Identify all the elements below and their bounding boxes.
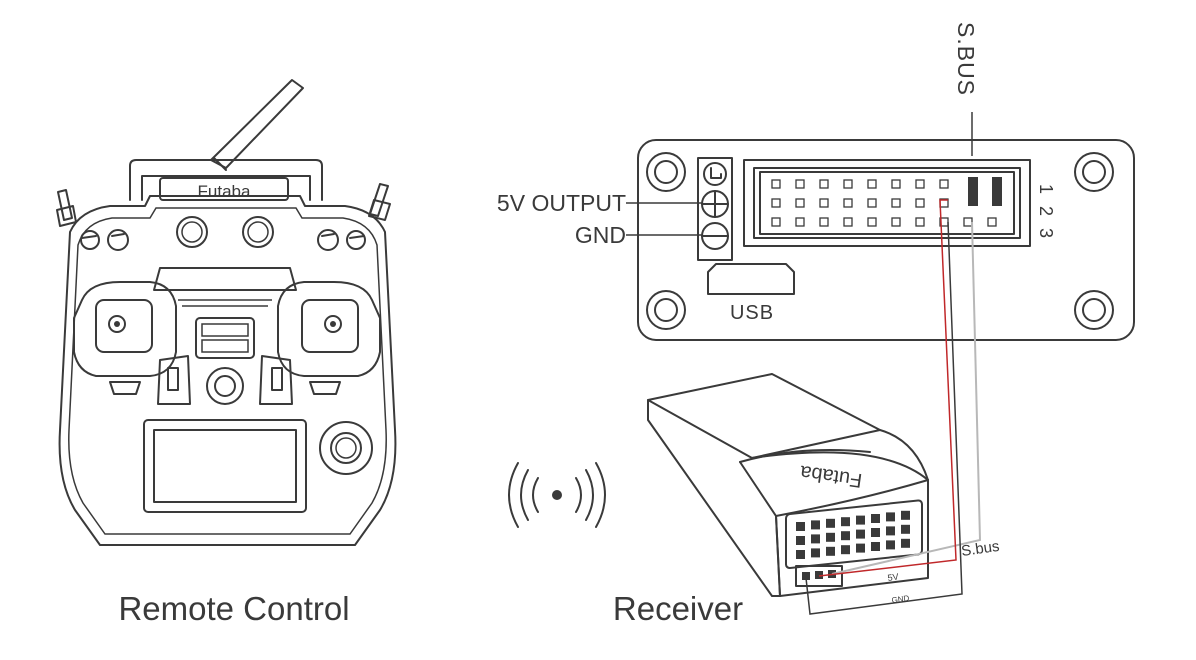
receiver-pin bbox=[826, 546, 835, 556]
header-pin bbox=[795, 217, 805, 227]
mount-hole bbox=[646, 152, 686, 192]
mount-hole bbox=[1074, 290, 1114, 330]
header-pin bbox=[795, 179, 805, 189]
header-pin bbox=[867, 217, 877, 227]
header-pin bbox=[939, 179, 949, 189]
header-pin bbox=[771, 217, 781, 227]
receiver-pin bbox=[901, 510, 910, 520]
sbus-wire-label: S.bus bbox=[960, 538, 1000, 560]
right-toggle-switches bbox=[317, 183, 391, 251]
row-number-2: 2 bbox=[1036, 206, 1056, 216]
receiver-pin bbox=[901, 538, 910, 548]
receiver-pin bbox=[886, 526, 895, 536]
receiver-pin bbox=[901, 524, 910, 534]
sbus-pin-highlight bbox=[992, 177, 1002, 206]
sbus-wire bbox=[831, 221, 982, 575]
receiver-pin bbox=[856, 543, 865, 553]
header-pin bbox=[771, 198, 781, 208]
header-pin bbox=[819, 198, 829, 208]
header-pin bbox=[891, 179, 901, 189]
header-pin bbox=[963, 217, 973, 227]
pin-header bbox=[743, 159, 1031, 247]
header-pin bbox=[843, 198, 853, 208]
header-pin bbox=[843, 217, 853, 227]
receiver-pin bbox=[826, 532, 835, 542]
header-pin bbox=[891, 198, 901, 208]
remote-dial bbox=[319, 421, 373, 475]
header-pin bbox=[771, 179, 781, 189]
left-stick-gimbal bbox=[73, 281, 177, 377]
gnd-label: GND bbox=[575, 222, 626, 248]
antenna bbox=[210, 79, 304, 171]
receiver-module: Futaba bbox=[647, 373, 929, 597]
remote-screen bbox=[143, 419, 307, 513]
receiver-pin bbox=[856, 515, 865, 525]
sbus-socket bbox=[795, 565, 843, 587]
receiver-pin bbox=[826, 518, 835, 528]
carry-handle bbox=[129, 159, 323, 201]
remote-body bbox=[58, 195, 397, 546]
header-pin bbox=[915, 179, 925, 189]
left-toggle-switches bbox=[56, 189, 129, 251]
receiver-brand-label: Futaba bbox=[798, 461, 864, 492]
remote-brand-label: Futaba bbox=[198, 182, 251, 201]
receiver-pin bbox=[811, 520, 820, 530]
mount-hole bbox=[1074, 152, 1114, 192]
receiver-pin bbox=[871, 514, 880, 523]
receiver-pin bbox=[871, 542, 880, 551]
receiver-pin bbox=[811, 548, 820, 558]
power-terminal bbox=[697, 157, 733, 261]
five-volt-wire bbox=[818, 199, 957, 577]
sbus-pin-highlight bbox=[968, 177, 978, 206]
pin-grid bbox=[771, 179, 997, 227]
receiver-pin-grid bbox=[796, 510, 910, 559]
receiver-pin bbox=[886, 540, 895, 550]
row-number-1: 1 bbox=[1036, 184, 1056, 194]
header-pin bbox=[843, 179, 853, 189]
gnd-wire bbox=[805, 221, 963, 615]
wireless-signal-icon bbox=[508, 462, 606, 528]
receiver-pin bbox=[796, 550, 805, 559]
header-pin bbox=[915, 217, 925, 227]
receiver-pin bbox=[871, 528, 880, 537]
sbus-label: S.BUS bbox=[953, 22, 979, 96]
row-number-3: 3 bbox=[1036, 228, 1056, 238]
controller-board: USB 1 2 3 bbox=[637, 139, 1135, 341]
usb-label: USB bbox=[730, 302, 774, 324]
right-knob bbox=[242, 216, 274, 248]
receiver-pin bbox=[796, 522, 805, 531]
wires bbox=[805, 199, 982, 615]
receiver-pin bbox=[841, 517, 850, 527]
receiver-caption: Receiver bbox=[613, 590, 743, 627]
receiver-pin bbox=[856, 529, 865, 539]
remote-control-caption: Remote Control bbox=[118, 590, 349, 627]
five-volt-wire-label: 5V bbox=[887, 572, 899, 583]
receiver-pin bbox=[811, 534, 820, 544]
right-stick-gimbal bbox=[277, 281, 381, 377]
receiver-pin bbox=[796, 536, 805, 545]
remote-control: Futaba bbox=[56, 79, 397, 546]
left-knob bbox=[176, 216, 208, 248]
receiver-pin bbox=[886, 512, 895, 522]
header-pin bbox=[987, 217, 997, 227]
receiver-pin bbox=[841, 545, 850, 555]
output-label: 5V OUTPUT bbox=[497, 190, 626, 216]
receiver-pin bbox=[841, 531, 850, 541]
header-pin bbox=[795, 198, 805, 208]
header-pin bbox=[891, 217, 901, 227]
gnd-wire-label: GND bbox=[891, 594, 910, 605]
header-pin bbox=[915, 198, 925, 208]
header-pin bbox=[819, 179, 829, 189]
mount-hole bbox=[646, 290, 686, 330]
header-pin bbox=[867, 198, 877, 208]
usb-port bbox=[707, 263, 795, 295]
header-pin bbox=[867, 179, 877, 189]
header-pin bbox=[819, 217, 829, 227]
